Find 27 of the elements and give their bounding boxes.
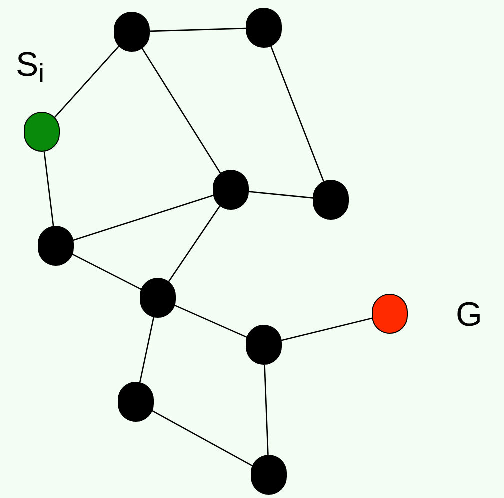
connector-line [168,206,221,282]
graph-node [246,325,282,365]
connector-line [281,318,373,342]
graph-node [251,455,287,495]
node-name-label: G [456,298,482,332]
graph-node [38,226,74,266]
connector-line [73,194,214,242]
connector-line [150,28,246,32]
graph-node [372,294,408,334]
connector-line [174,304,248,338]
connector-line [54,46,120,118]
connector-line [72,254,142,290]
graph-node [213,170,249,210]
connector-line [152,410,254,467]
connector-line [264,364,269,456]
connector-line [270,46,324,182]
connector-line [139,317,155,383]
graph-node [24,112,60,152]
graph-node [114,12,150,52]
graph-node [246,8,282,48]
graph-node [118,382,154,422]
connector-line [142,48,222,174]
graph-node [140,278,176,318]
connector-line [44,152,54,226]
connector-line [248,191,314,199]
node-name-label: S$_{i}$ [16,48,44,82]
graph-node [313,180,349,220]
